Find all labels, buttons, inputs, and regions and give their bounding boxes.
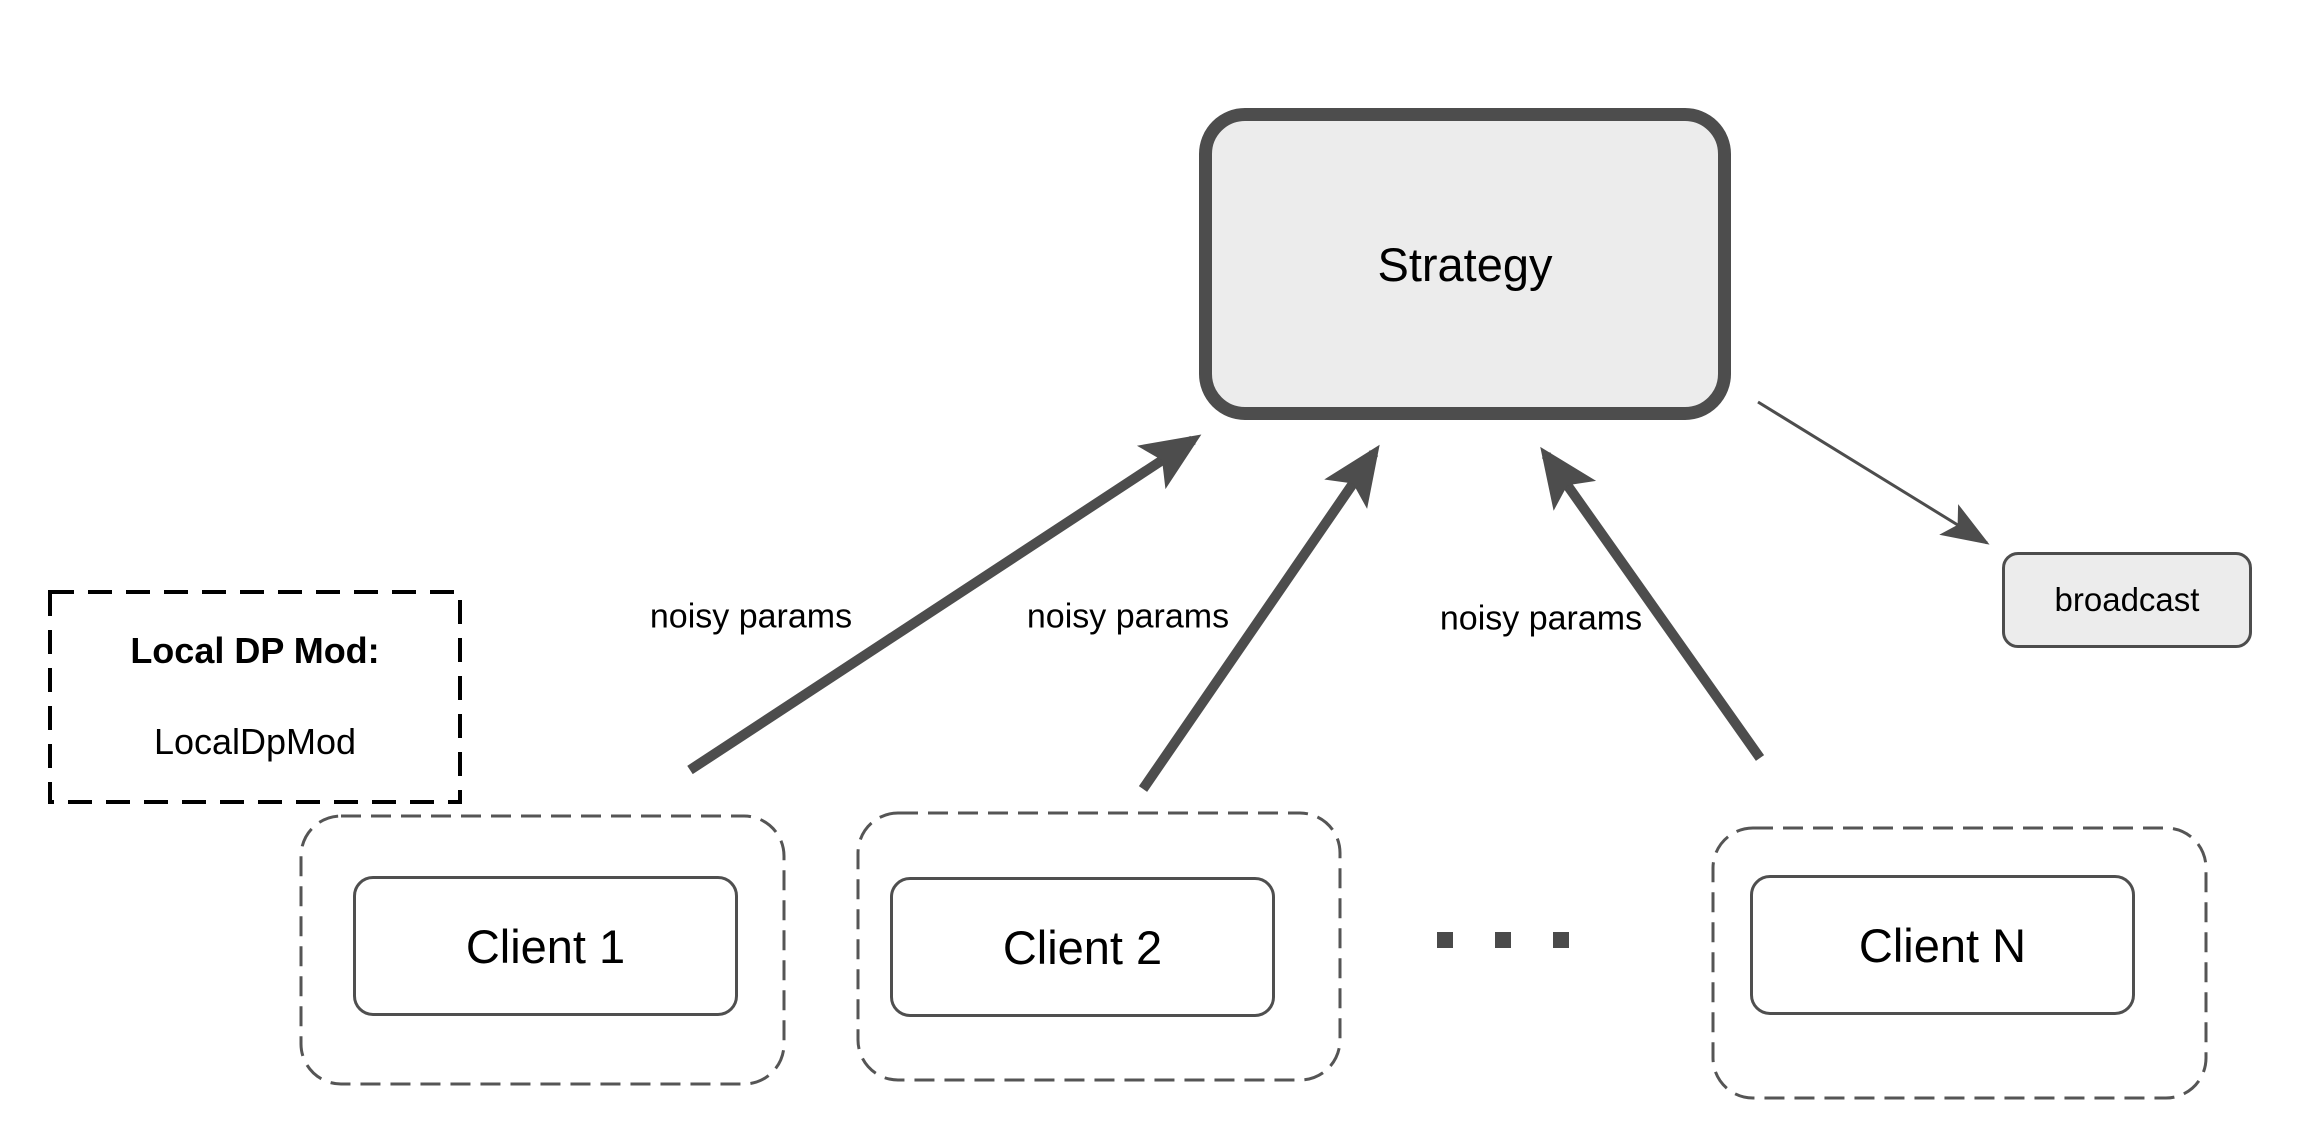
noisy-params-label-1: noisy params bbox=[649, 597, 853, 636]
ellipsis-dot bbox=[1437, 932, 1453, 948]
arrow-client1-to-strategy bbox=[687, 434, 1202, 775]
strategy-label: Strategy bbox=[1377, 237, 1553, 291]
client-2-node: Client 2 bbox=[890, 877, 1275, 1017]
client-1-label: Client 1 bbox=[465, 919, 626, 973]
client-2-cluster-dashed-border bbox=[856, 811, 1342, 1082]
client-1-node: Client 1 bbox=[353, 876, 738, 1016]
ellipsis-dot bbox=[1553, 932, 1569, 948]
client-n-node: Client N bbox=[1750, 875, 2135, 1015]
ellipsis-dot bbox=[1495, 932, 1511, 948]
arrow-client2-to-strategy bbox=[1138, 444, 1380, 792]
broadcast-node: broadcast bbox=[2002, 552, 2252, 648]
client-n-cluster-dashed-border bbox=[1711, 826, 2208, 1100]
client-1-cluster-dashed-border bbox=[299, 814, 786, 1086]
client-n-label: Client N bbox=[1858, 918, 2027, 972]
arrow-clientn-to-strategy bbox=[1540, 446, 1765, 761]
local-dp-mod-value: LocalDpMod bbox=[153, 721, 357, 762]
noisy-params-label-2: noisy params bbox=[1026, 597, 1230, 636]
broadcast-label: broadcast bbox=[2054, 581, 2200, 618]
strategy-node: Strategy bbox=[1199, 108, 1731, 420]
client-2-label: Client 2 bbox=[1002, 920, 1163, 974]
local-dp-mod-box: Local DP Mod: LocalDpMod bbox=[48, 590, 462, 803]
arrow-strategy-to-broadcast bbox=[1757, 400, 1990, 545]
local-dp-mod-title: Local DP Mod: bbox=[130, 630, 380, 671]
local-dp-mod-dashed-border bbox=[48, 590, 462, 804]
noisy-params-label-3: noisy params bbox=[1439, 599, 1643, 638]
